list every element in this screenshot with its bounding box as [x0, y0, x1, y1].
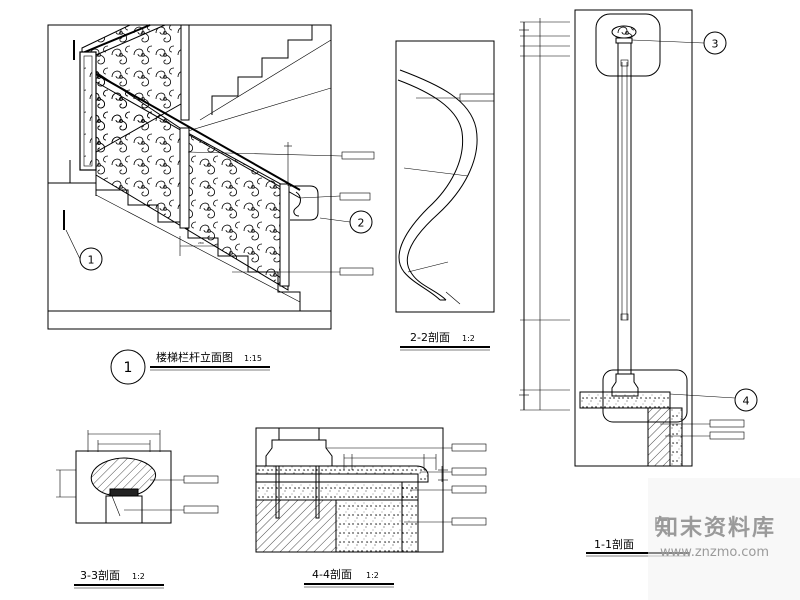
handrail-end-profile: [293, 191, 301, 217]
anchor-bolt-left: [275, 465, 280, 519]
elevation-tags: [187, 151, 375, 276]
handrail-cap-profile: [611, 25, 637, 39]
section-3-3-view: 3-3剖面 1:2: [56, 430, 219, 589]
handrail-core-bar: [109, 488, 139, 497]
elevation-title: 楼梯栏杆立面图: [156, 350, 233, 364]
watermark-logo-mark: [655, 517, 669, 531]
handrail-profile-outer: [399, 69, 478, 301]
section-3-3-title: 3-3剖面: [80, 568, 120, 582]
section-2-2-view: 2-2剖面 1:2: [395, 40, 495, 351]
view-number-label: 1: [124, 360, 133, 376]
view-number-circle: [110, 349, 146, 385]
callout-label-4: 4: [743, 395, 750, 408]
section-1-1-dimensions: [519, 18, 570, 411]
section-2-2-frame: [395, 40, 495, 313]
section-4-4-scale: 1:2: [366, 571, 379, 580]
lower-rail-panel: [95, 71, 289, 291]
section-4-4-dimensions: [343, 454, 448, 482]
post-mid-lower: [179, 127, 190, 229]
watermark: 知末资料库 www.znzmo.com: [648, 478, 800, 600]
elevation-view: 280 1 2 1 楼梯栏杆立面图 1:15: [47, 24, 375, 385]
elevation-dimensions: 280: [179, 142, 292, 256]
structural-slab-concrete: [335, 499, 403, 553]
section-2-2-title: 2-2剖面: [410, 330, 450, 344]
baluster-base-fitting: [265, 428, 333, 467]
stair-slope-lower: [95, 194, 301, 303]
elevation-scale: 1:15: [244, 354, 262, 363]
handrail-profile-inner: [397, 79, 464, 301]
mortar-bed: [255, 481, 419, 501]
upper-handrail: [79, 24, 151, 55]
handrail-end-detail: [290, 185, 319, 221]
callout-circle-2: [349, 210, 373, 234]
callout-label-2: 2: [358, 217, 365, 230]
newel-post-left-inner: [83, 55, 93, 167]
structural-slab-hatch: [255, 499, 337, 553]
anchor-bolt-right: [315, 465, 320, 519]
callout-circle-4: [734, 388, 758, 412]
watermark-url: www.znzmo.com: [660, 545, 769, 560]
watermark-backdrop: [648, 478, 800, 600]
section-1-1-view: 3 4 1-1剖面: [519, 9, 758, 557]
baluster-section: [105, 495, 143, 524]
callout-circle-3: [703, 31, 727, 55]
section-4-4-title: 4-4剖面: [312, 567, 352, 581]
section-1-1-title: 1-1剖面: [594, 537, 634, 551]
post-mid-upper: [180, 24, 190, 121]
stair-stringer-hatch: [647, 407, 671, 467]
stair-slope-upper-2: [187, 87, 332, 132]
handrail-cap-neck: [615, 37, 633, 44]
concrete-nosing: [401, 481, 419, 553]
watermark-brand: 知末资料库: [656, 515, 776, 541]
svg-text:280: 280: [198, 241, 204, 245]
callout-circle-1-detail: [79, 247, 103, 271]
lower-handrail: [95, 73, 301, 191]
stair-steps-upper: [211, 25, 313, 115]
section-1-1-frame: [574, 9, 693, 467]
section-2-2-scale: 1:2: [462, 334, 475, 343]
callout-label-3: 3: [712, 38, 719, 51]
lower-handrail-2: [95, 81, 301, 199]
section-4-4-view: 4-4剖面 1:2: [255, 427, 487, 588]
floor-finish-slab: [579, 391, 671, 409]
section-3-3-scale: 1:2: [132, 572, 145, 581]
post-right: [279, 183, 290, 287]
callout-label-1-detail: 1: [88, 254, 95, 267]
handrail-section-profile: [90, 457, 157, 497]
handrail-cap-box: [595, 13, 661, 77]
stair-slope-upper: [199, 39, 332, 121]
stone-tread: [255, 465, 429, 483]
stair-stringer-concrete: [669, 407, 683, 467]
